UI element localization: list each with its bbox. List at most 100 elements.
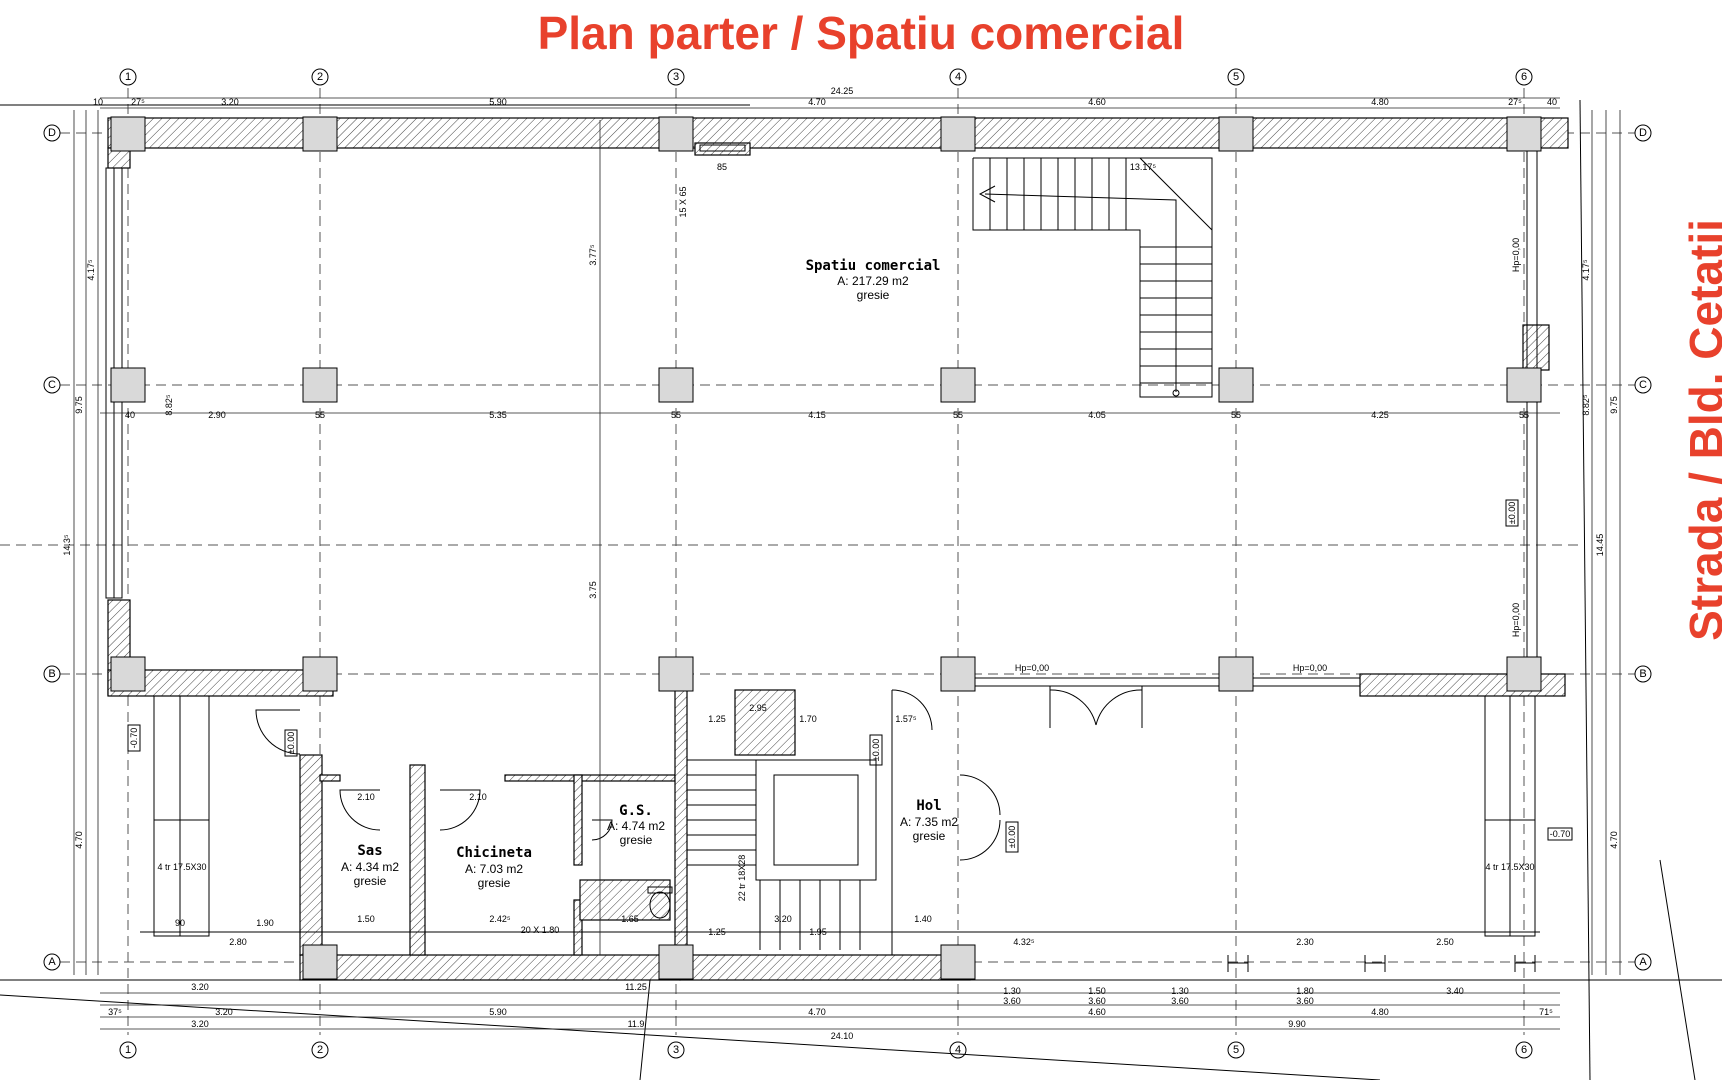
room-finish-gs: gresie: [620, 833, 653, 847]
dim-mid-span-1: 2.90: [208, 410, 226, 420]
dim-left-overall: 14.3⁵: [62, 534, 72, 556]
elev-entrance-left: ±0.00: [286, 732, 296, 754]
exterior-walls: [107, 117, 1569, 981]
dim-bottom-320: 3.20: [191, 982, 209, 992]
dim-left-upper: 9.75: [74, 396, 84, 414]
room-labels: Spatiu comercial A: 217.29 m2 gresie Sas…: [341, 258, 958, 890]
dim-mid-col-4: 55: [953, 410, 963, 420]
dim-top-span-3: 4.70: [808, 97, 826, 107]
axis-bubble-1-bottom: [119, 1041, 137, 1059]
dim-interior-377: 3.77⁵: [588, 244, 598, 266]
axis-bubble-6-top: [1515, 68, 1533, 86]
elev-stair: ±0.00: [871, 739, 881, 761]
hp-label-1: Hp=0,00: [1015, 663, 1049, 673]
axis-bubble-6-bottom: [1515, 1041, 1533, 1059]
columns: [110, 116, 1542, 980]
dim-bottom3-990: 9.90: [1288, 1019, 1306, 1029]
dim-mid-col-6: 55: [1519, 410, 1529, 420]
dim-door-210-chicineta: 2.10: [469, 792, 487, 802]
room-name-sas: Sas: [357, 843, 382, 859]
plan-title: Plan parter / Spatiu comercial: [537, 7, 1185, 59]
dim-stair-125-bottom: 1.25: [708, 927, 726, 937]
dim-top-offset-1: 10: [93, 97, 103, 107]
dim-window-20x180: 20 X 1.80: [521, 925, 560, 935]
axis-label-4-bottom: 4: [955, 1044, 961, 1056]
dim-facade-340: 3.40: [1446, 986, 1464, 996]
dim-bottom3-320: 3.20: [191, 1019, 209, 1029]
dim-top-offset-3: 27⁵: [1508, 97, 1522, 107]
axis-bubble-B-left: [43, 665, 61, 683]
dim-stair-195: 1.95: [809, 927, 827, 937]
elevation-markers: ±0.00 -0.70 ±0.00 ±0.00 ±0.00 -0.70 Hp=0…: [127, 238, 1573, 853]
dim-ramp-right: 4 tr 17.5X30: [1485, 862, 1534, 872]
stair-steps: [989, 157, 1213, 384]
axis-label-6-top: 6: [1521, 71, 1527, 83]
dim-stair-320: 3.20: [774, 914, 792, 924]
dim-sas-width: 1.50: [357, 914, 375, 924]
dim-chicineta-width: 2.42⁵: [489, 914, 511, 924]
elev-commercial: ±0.00: [1507, 502, 1517, 524]
dim-overall-bottom: 24.10: [831, 1031, 854, 1041]
dim-mid-col-2: 55: [315, 410, 325, 420]
dim-left-lower: 4.70: [74, 831, 84, 849]
axis-bubble-A-right: [1634, 953, 1652, 971]
axis-label-C-left: C: [48, 379, 56, 391]
axis-bubble-5-bottom: [1227, 1041, 1245, 1059]
dimension-texts: 24.25 10 27⁵ 27⁵ 40 3.20 5.90 4.70 4.60 …: [62, 86, 1619, 1041]
dim-top-span-1: 3.20: [221, 97, 239, 107]
dim-interior-882: 8.82⁵: [164, 394, 174, 416]
dim-mid-col-5: 55: [1231, 410, 1241, 420]
dim-right-upper: 9.75: [1609, 396, 1619, 414]
room-name-chicineta: Chicineta: [456, 845, 532, 861]
axis-bubble-5-top: [1227, 68, 1245, 86]
dim-facade2-360d: 3.60: [1296, 996, 1314, 1006]
room-area-gs: A: 4.74 m2: [607, 819, 665, 833]
room-area-chicineta: A: 7.03 m2: [465, 862, 523, 876]
dim-bottom2-480: 4.80: [1371, 1007, 1389, 1017]
dim-top-span-5: 4.80: [1371, 97, 1389, 107]
dim-hall-front: 4.32⁵: [1013, 937, 1035, 947]
dim-left-90: 90: [175, 918, 185, 928]
axis-label-3-top: 3: [673, 71, 679, 83]
grid-lines: [0, 88, 1635, 1035]
axis-bubble-3-top: [667, 68, 685, 86]
dim-facade2-360a: 3.60: [1003, 996, 1021, 1006]
main-stair: [972, 157, 1213, 398]
dim-interior-375: 3.75: [588, 581, 598, 599]
axis-bubble-D-right: [1634, 124, 1652, 142]
dim-right-bay-upper: 4.17⁵: [1581, 259, 1591, 281]
axis-bubble-2-bottom: [311, 1041, 329, 1059]
dim-overall-top: 24.25: [831, 86, 854, 96]
dim-mid-span-3: 4.15: [808, 410, 826, 420]
room-finish-chicineta: gresie: [478, 876, 511, 890]
elev-hol: ±0.00: [1007, 826, 1017, 848]
axis-label-D-right: D: [1639, 127, 1647, 139]
axis-label-5-bottom: 5: [1233, 1044, 1239, 1056]
axis-label-2-top: 2: [317, 71, 323, 83]
axis-label-C-right: C: [1639, 379, 1647, 391]
dim-right-overall: 14.45: [1595, 534, 1605, 557]
room-finish-sas: gresie: [354, 874, 387, 888]
room-area-hol: A: 7.35 m2: [900, 815, 958, 829]
dim-right-bay-mid: 8.82⁵: [1581, 394, 1591, 416]
axis-label-D-left: D: [48, 127, 56, 139]
axis-label-B-left: B: [48, 668, 55, 680]
axis-label-B-right: B: [1639, 668, 1646, 680]
axis-bubble-A-left: [43, 953, 61, 971]
dim-mid-span-5: 4.25: [1371, 410, 1389, 420]
dim-stair-170: 1.70: [799, 714, 817, 724]
dim-facade-130a: 1.30: [1003, 986, 1021, 996]
dim-right-lower: 4.70: [1609, 831, 1619, 849]
dim-left-190: 1.90: [256, 918, 274, 928]
dim-bottom2-375: 37⁵: [108, 1007, 122, 1017]
dim-left-bay-upper: 4.17⁵: [86, 259, 96, 281]
dim-bottom2-320: 3.20: [215, 1007, 233, 1017]
axis-label-1-top: 1: [125, 71, 131, 83]
hp-label-2: Hp=0,00: [1293, 663, 1327, 673]
axis-label-A-right: A: [1639, 956, 1647, 968]
room-area-sas: A: 4.34 m2: [341, 860, 399, 874]
site-lines: [0, 99, 1722, 1080]
dim-bottom-1125: 11.25: [625, 982, 647, 992]
elev-ramp-right: -0.70: [1550, 829, 1571, 839]
dim-top-offset-2: 27⁵: [131, 97, 145, 107]
